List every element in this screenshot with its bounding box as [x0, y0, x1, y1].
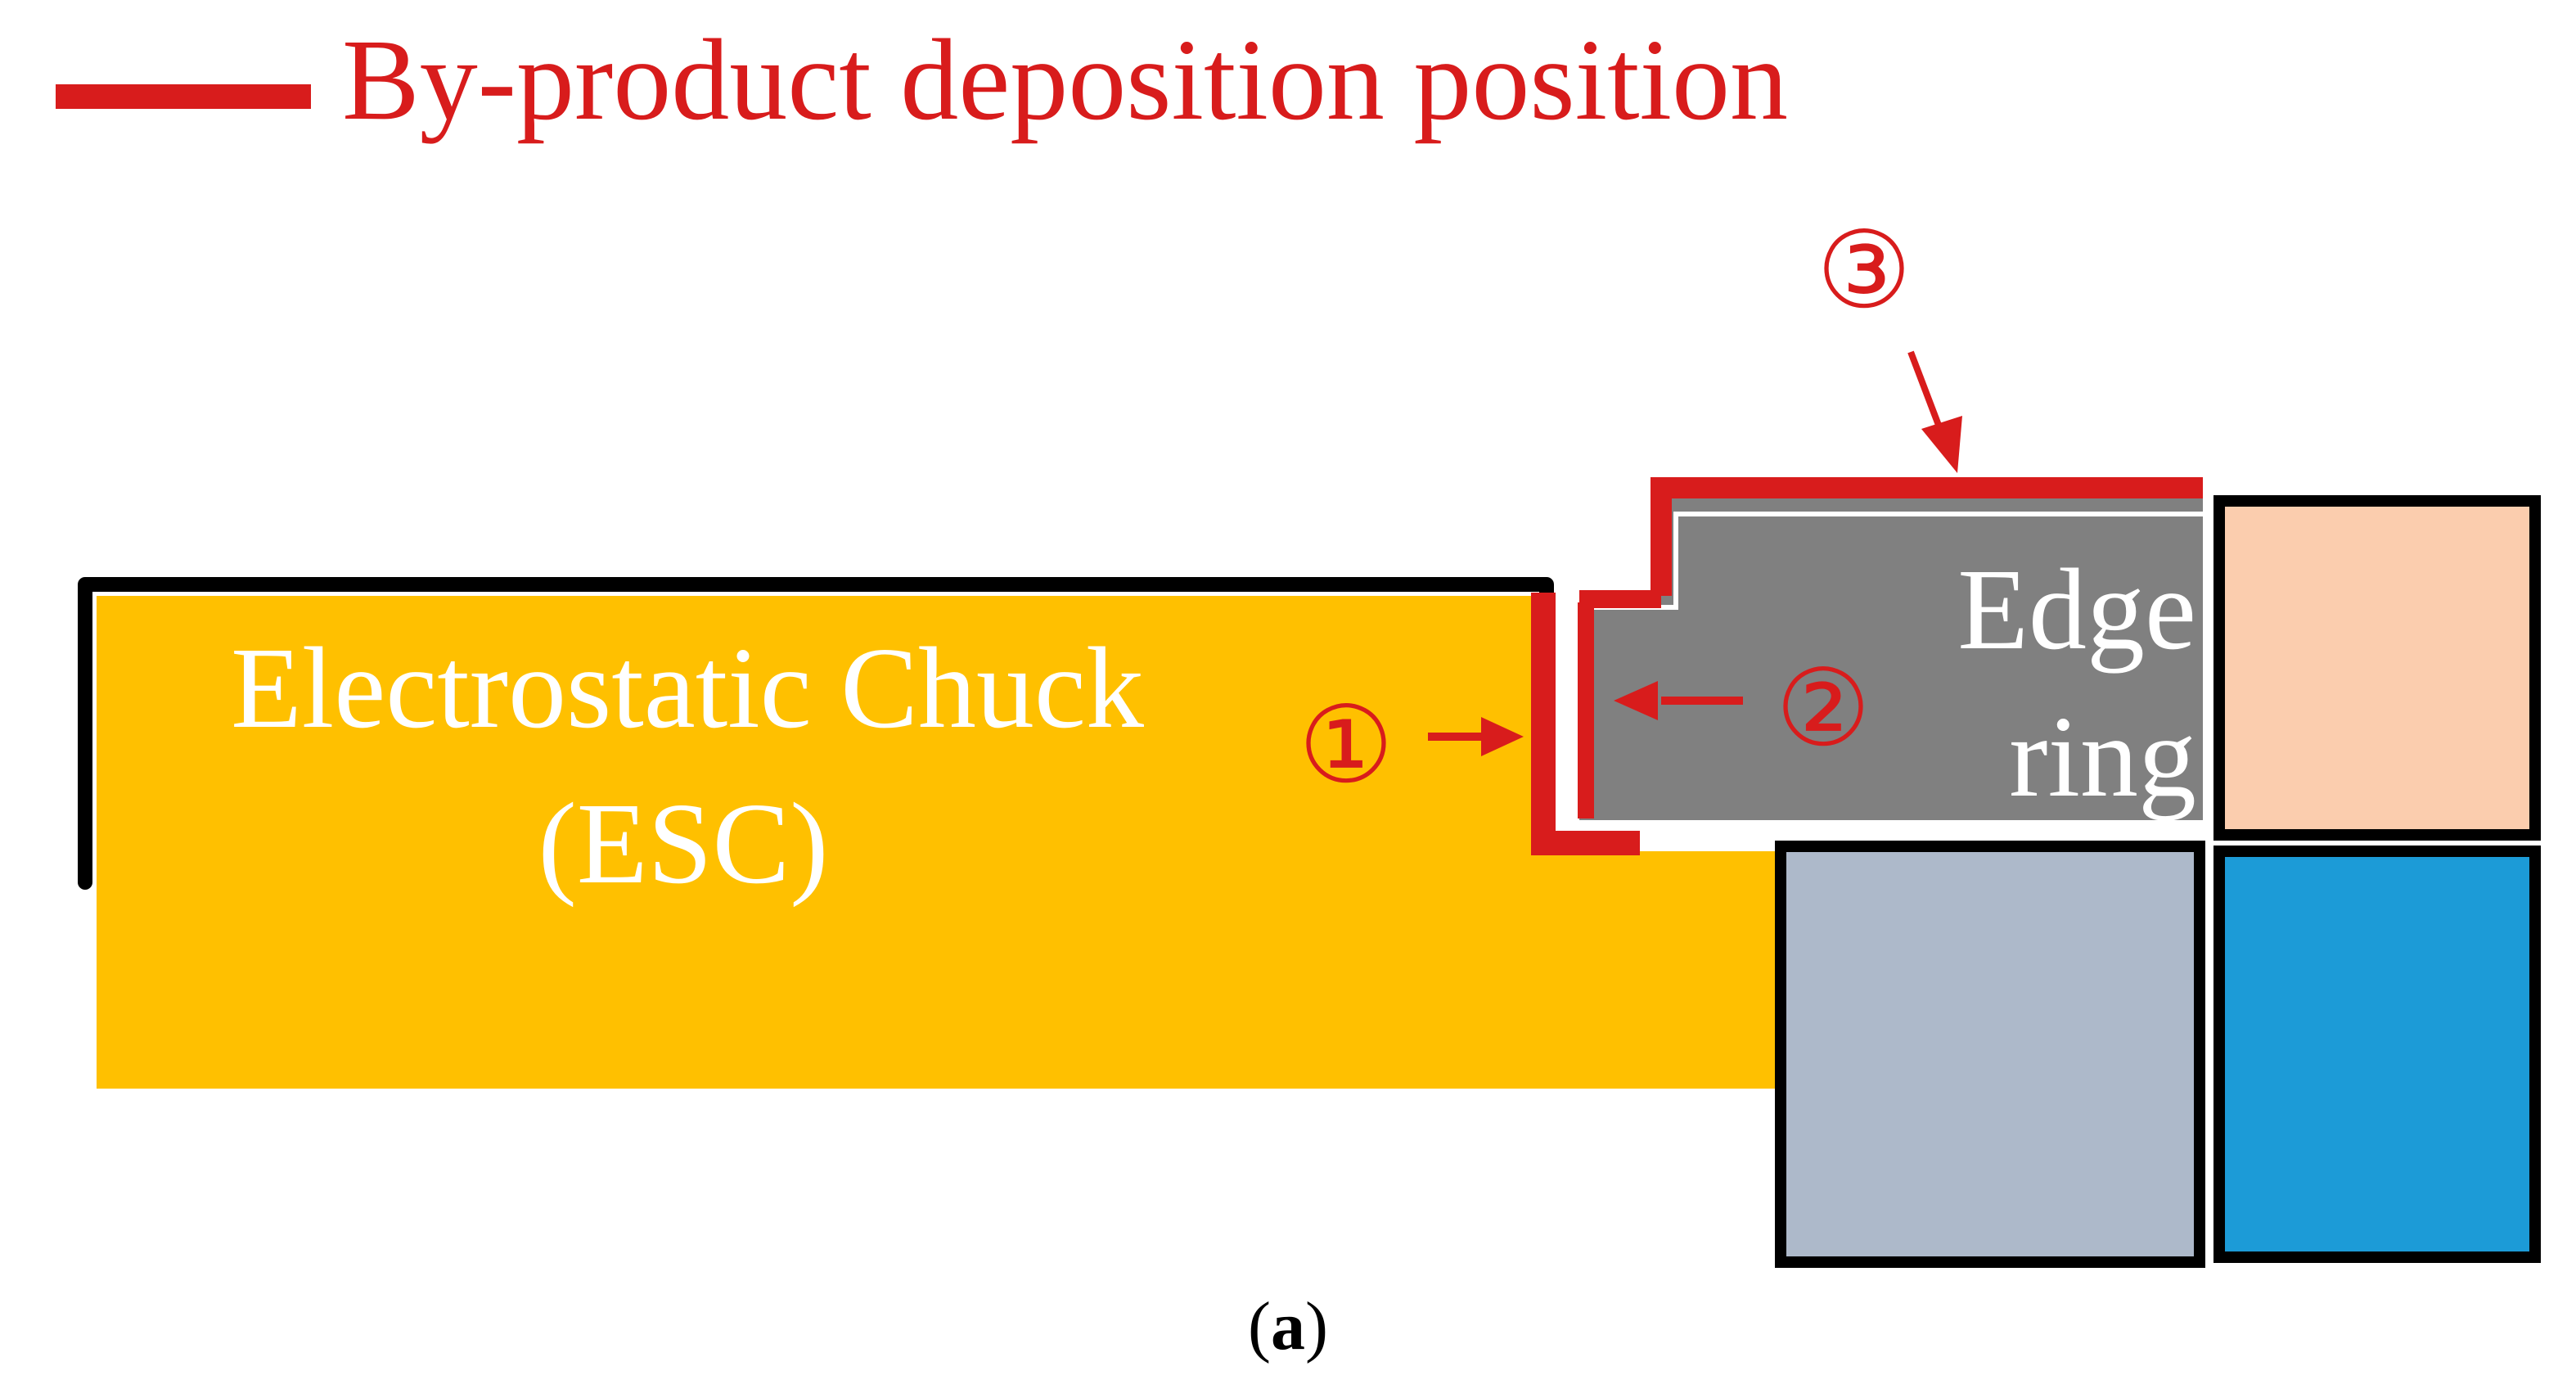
marker-2-arrowhead [1614, 681, 1658, 720]
legend-swatch [56, 84, 311, 109]
peach-block [2213, 495, 2541, 841]
caption: (a) [1248, 1288, 1328, 1364]
marker-3-arrowhead [1921, 416, 1962, 473]
marker-1: ① [1299, 688, 1394, 805]
marker-3-arrow-shaft [1907, 350, 1943, 429]
marker-1-arrowhead [1481, 717, 1524, 756]
edge-ring-label-line2: ring [2009, 692, 2196, 821]
caption-letter: a [1271, 1288, 1305, 1364]
edge-ring [1579, 494, 2203, 820]
caption-open: ( [1248, 1288, 1271, 1364]
blue-block [2213, 846, 2541, 1263]
deposition-line-top [1651, 477, 2203, 596]
gray-blue-block [1775, 841, 2205, 1268]
deposition-line-esc-wall [1531, 593, 1640, 855]
legend-label: By-product deposition position [342, 15, 1788, 144]
marker-2: ② [1776, 651, 1871, 769]
esc-lower-extension [1542, 851, 1787, 1089]
caption-close: ) [1305, 1288, 1328, 1364]
esc-outline [78, 577, 1554, 890]
edge-ring-label-line1: Edge [1957, 544, 2196, 674]
marker-3: ③ [1817, 213, 1912, 331]
esc-label-line1: Electrostatic Chuck [231, 623, 1144, 752]
esc-body [97, 596, 1542, 1089]
esc-label-line2: (ESC) [538, 778, 829, 908]
